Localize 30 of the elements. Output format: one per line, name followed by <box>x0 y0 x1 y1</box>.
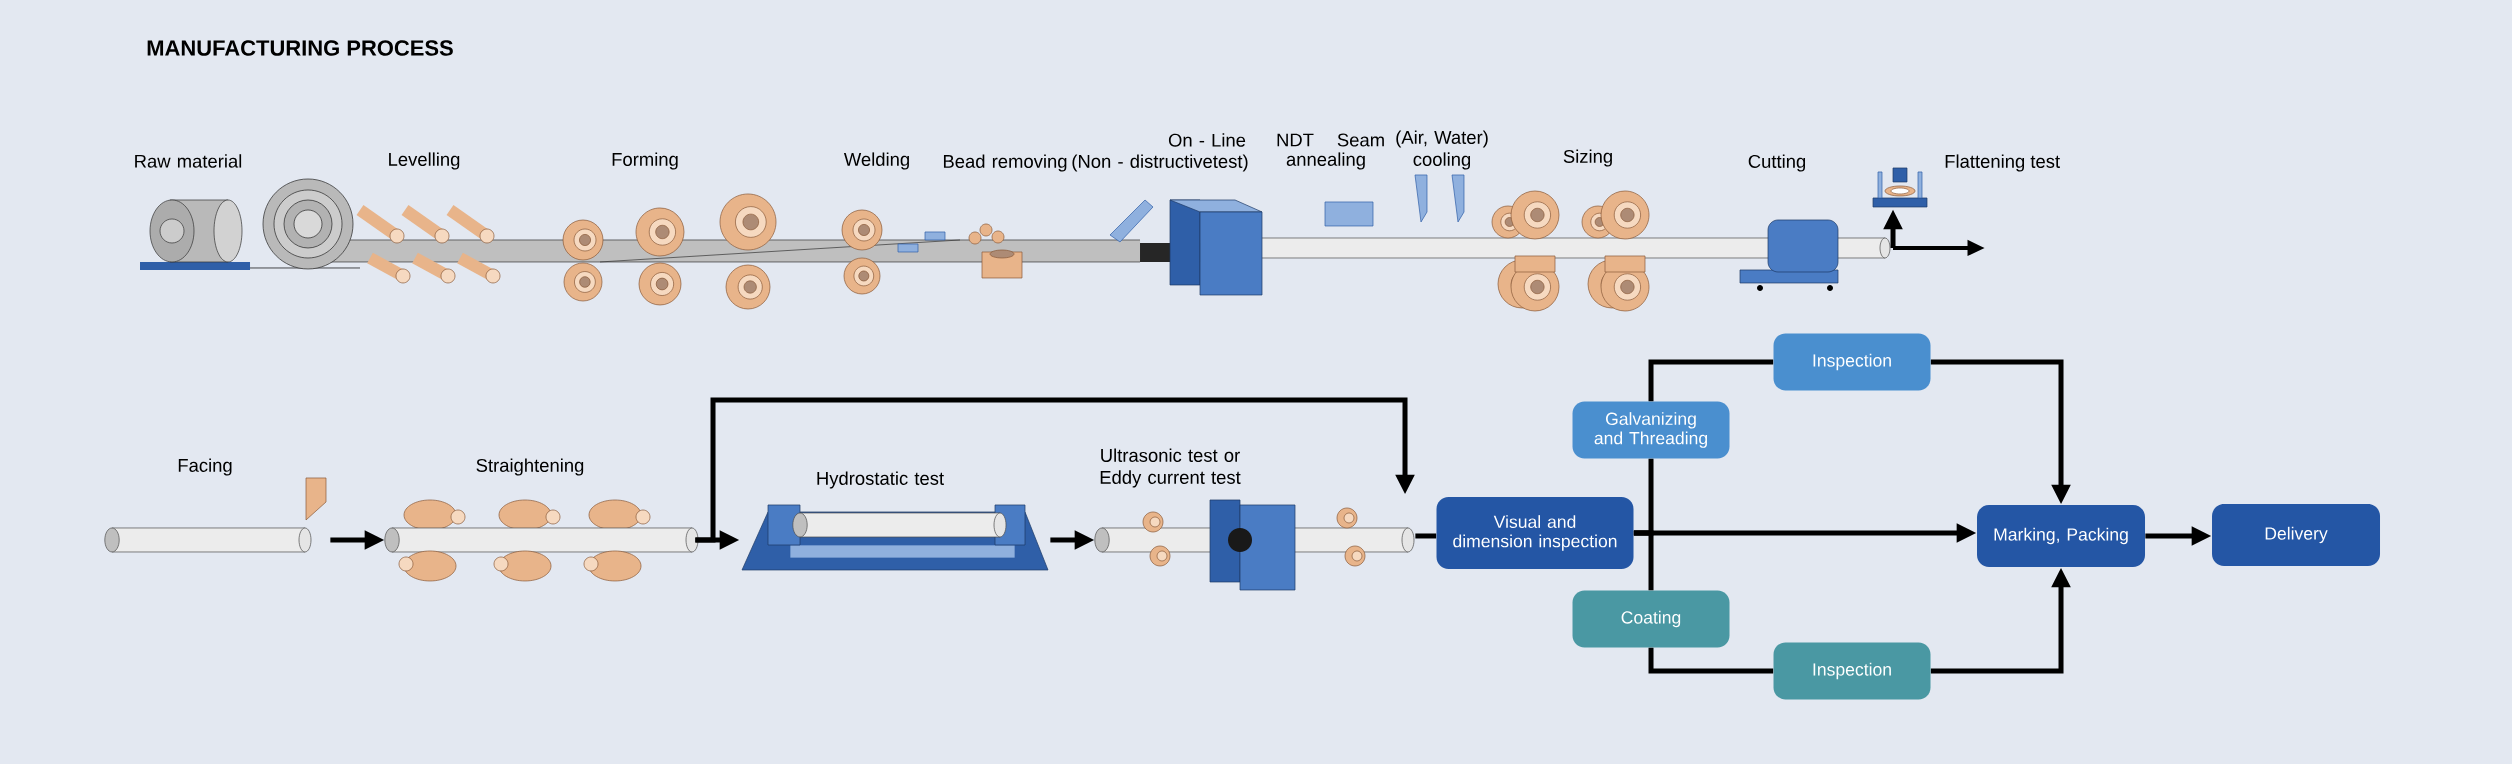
stage-label: Cutting <box>1748 154 1806 172</box>
station-label: Hydrostatic test <box>817 471 944 489</box>
inspection-box: Inspection <box>1773 333 1931 391</box>
process-box: Galvanizing and Threading <box>1572 401 1730 459</box>
stage-label: annealing <box>1286 152 1365 170</box>
title: MANUFACTURING PROCESS <box>147 40 453 56</box>
stage-label: Levelling <box>389 152 460 170</box>
stage-label: Bead removing <box>943 154 1067 172</box>
station-label: Flattening test <box>1945 154 2060 172</box>
arrow <box>695 397 1415 543</box>
stage-label: Forming <box>612 152 678 170</box>
stage-label: On - Line <box>1168 133 1246 147</box>
station-label: Facing <box>178 458 232 476</box>
connector-line <box>1648 359 1774 402</box>
station-label: Ultrasonic test or Eddy current test <box>1100 448 1241 488</box>
stage-label: Welding <box>843 152 909 170</box>
stage-label: Raw material <box>135 154 242 168</box>
stage-label: Seam <box>1337 133 1384 147</box>
station-label: Straightening <box>476 458 584 476</box>
stage-label: NDT <box>1277 133 1314 147</box>
inspection-box: Visual and dimension inspection <box>1436 497 1634 569</box>
stage-label: Sizing <box>1563 149 1612 167</box>
process-box: Delivery <box>2212 504 2380 566</box>
connector-line <box>1648 647 1774 674</box>
process-box: Coating <box>1572 590 1730 648</box>
process-box: Marking, Packing <box>1977 505 2145 567</box>
stage-label: (Air, Water) cooling <box>1396 130 1488 170</box>
stage-label: (Non - distructivetest) <box>1072 154 1248 172</box>
connector-line <box>1415 533 1437 539</box>
inspection-box: Inspection <box>1773 642 1931 700</box>
